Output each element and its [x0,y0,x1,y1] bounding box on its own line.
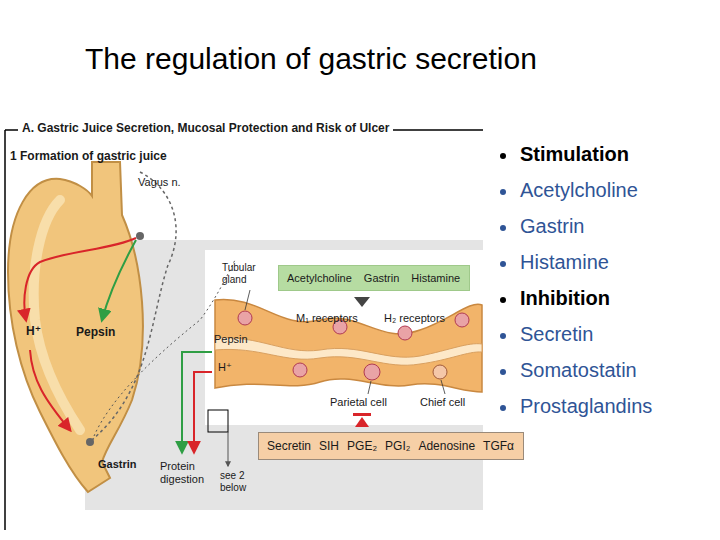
box-text: PGE₂ [347,439,377,453]
bullet-dot [500,225,506,231]
inhibitor-box: Secretin SIH PGE₂ PGI₂ Adenosine TGFα [258,432,524,460]
gland-cells [238,311,469,380]
panel-ground [85,240,483,510]
bullet-dot [500,369,506,375]
figure-header: A. Gastric Juice Secretion, Mucosal Prot… [18,122,393,136]
part-label: Chief cell [420,396,465,409]
nerve-ending [136,232,144,240]
inhibition-bar [353,413,371,416]
gastrin-path [94,260,235,436]
detail-pointer [228,432,229,466]
tubular-gland [215,300,482,392]
acid-arrow [194,372,212,452]
list-item: Acetylcholine [520,179,638,202]
stimulation-arrow [354,297,370,307]
cell [293,363,307,377]
nerve-label: Vagus n. [138,176,181,189]
box-text: Secretin [267,439,311,453]
gland-lumen [215,338,482,366]
bullet-dot [500,405,506,411]
part-label: Tubular gland [222,262,274,285]
box-text: Acetylcholine [287,272,352,284]
leader-line [245,290,250,310]
part-label: Parietal cell [330,396,387,409]
box-text: Gastrin [364,272,399,284]
pepsin-arrow [182,352,212,452]
figure-subheader: 1 Formation of gastric juice [10,150,167,164]
box-text: Adenosine [418,439,475,453]
inhibition-arrow [355,417,369,427]
enzyme-label: Pepsin [214,333,248,346]
cell [238,311,252,325]
bullet-dot [500,189,506,195]
list-heading: Inhibition [520,287,610,310]
list-item: Gastrin [520,215,584,238]
gland-ground [205,250,483,425]
list-heading: Stimulation [520,143,629,166]
result-label: Protein digestion [160,460,220,485]
pepsin-arrow [102,240,136,320]
parietal-cell [364,364,380,380]
bullet-dot [500,297,506,303]
box-text: Histamine [411,272,460,284]
enzyme-label: Pepsin [76,326,115,340]
list-item: Somatostatin [520,359,637,382]
stomach-highlight [34,200,80,430]
acid-arrow [24,238,136,320]
bullet-dot [500,261,506,267]
stomach [8,162,143,492]
bullet-dot [500,333,506,339]
list-item: Prostaglandins [520,395,652,418]
cross-reference: see 2 below [220,470,254,493]
box-text: PGI₂ [385,439,410,453]
hormone-label: Gastrin [98,458,137,471]
cell [455,313,469,327]
list-item: Histamine [520,251,609,274]
chief-cell [433,365,447,379]
vagus-nerve [92,172,176,440]
stimulator-box: Acetylcholine Gastrin Histamine [278,265,470,291]
leader-line [441,380,445,394]
bullet-dot [500,153,506,159]
slide-title: The regulation of gastric secretion [85,42,537,76]
receptor-label: M₁ receptors [296,312,358,325]
box-text: SIH [319,439,339,453]
nerve-ending [86,438,94,446]
receptor-label: H₂ receptors [384,312,445,325]
box-text: TGFα [483,439,514,453]
acid-arrow [30,350,70,430]
list-item: Secretin [520,323,593,346]
ion-label: H⁺ [218,361,232,374]
ion-label: H⁺ [26,325,41,339]
leader-line [368,381,371,394]
detail-box [208,410,228,432]
frame-line [4,130,6,530]
cell [398,326,412,340]
